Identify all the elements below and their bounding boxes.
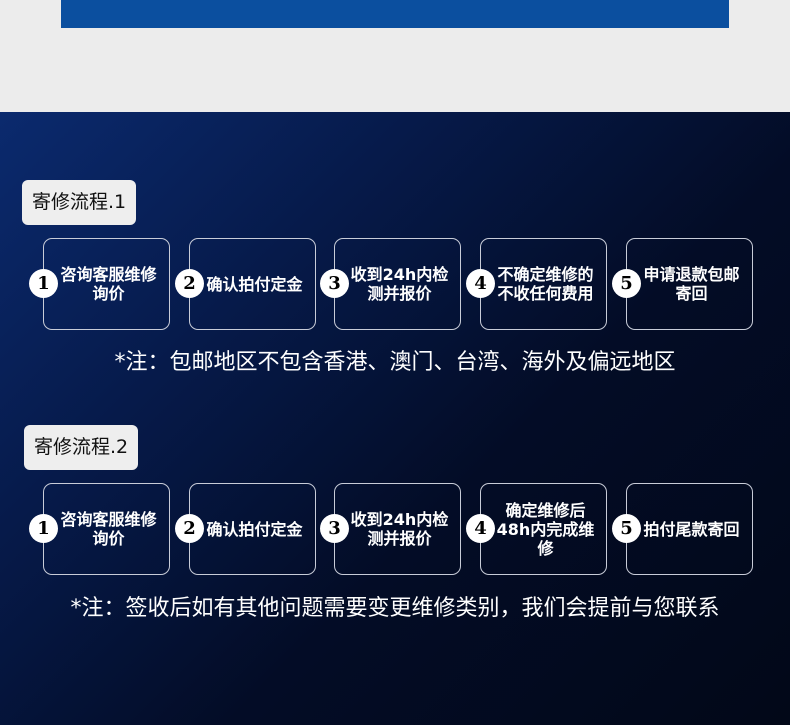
step-box: 咨询客服维修询价 — [43, 483, 170, 575]
step-text: 申请退款包邮寄回 — [643, 265, 740, 303]
header-area — [0, 0, 790, 112]
step-text: 收到24h内检测并报价 — [350, 510, 449, 548]
step-number-badge: 3 — [320, 514, 349, 543]
step-number-badge: 2 — [175, 269, 204, 298]
step-box: 不确定维修的不收任何费用 — [480, 238, 607, 330]
step-number-badge: 2 — [175, 514, 204, 543]
section-2-note: *注：签收后如有其他问题需要变更维修类别，我们会提前与您联系 — [70, 596, 720, 621]
step-text: 确认拍付定金 — [206, 274, 303, 294]
step-box: 申请退款包邮寄回 — [626, 238, 753, 330]
step-text: 咨询客服维修询价 — [60, 510, 157, 548]
step-number-badge: 4 — [466, 514, 495, 543]
step-box: 收到24h内检测并报价 — [334, 238, 461, 330]
step-box: 收到24h内检测并报价 — [334, 483, 461, 575]
step-text: 确定维修后48h内完成维修 — [496, 500, 595, 558]
step-number-badge: 5 — [612, 269, 641, 298]
step-number-badge: 1 — [29, 514, 58, 543]
step-number-badge: 1 — [29, 269, 58, 298]
section-1-note: *注：包邮地区不包含香港、澳门、台湾、海外及偏远地区 — [114, 350, 676, 375]
section-1-title: 寄修流程.1 — [22, 180, 137, 225]
step-box: 咨询客服维修询价 — [43, 238, 170, 330]
step-text: 不确定维修的不收任何费用 — [497, 265, 594, 303]
step-text: 咨询客服维修询价 — [60, 265, 157, 303]
section-2-title: 寄修流程.2 — [24, 425, 139, 470]
step-text: 拍付尾款寄回 — [643, 519, 740, 539]
step-box: 确认拍付定金 — [189, 238, 316, 330]
step-number-badge: 3 — [320, 269, 349, 298]
blue-banner — [61, 0, 729, 28]
step-box: 确定维修后48h内完成维修 — [480, 483, 607, 575]
step-number-badge: 4 — [466, 269, 495, 298]
step-box: 确认拍付定金 — [189, 483, 316, 575]
step-text: 收到24h内检测并报价 — [350, 265, 449, 303]
step-number-badge: 5 — [612, 514, 641, 543]
step-box: 拍付尾款寄回 — [626, 483, 753, 575]
step-text: 确认拍付定金 — [206, 519, 303, 539]
